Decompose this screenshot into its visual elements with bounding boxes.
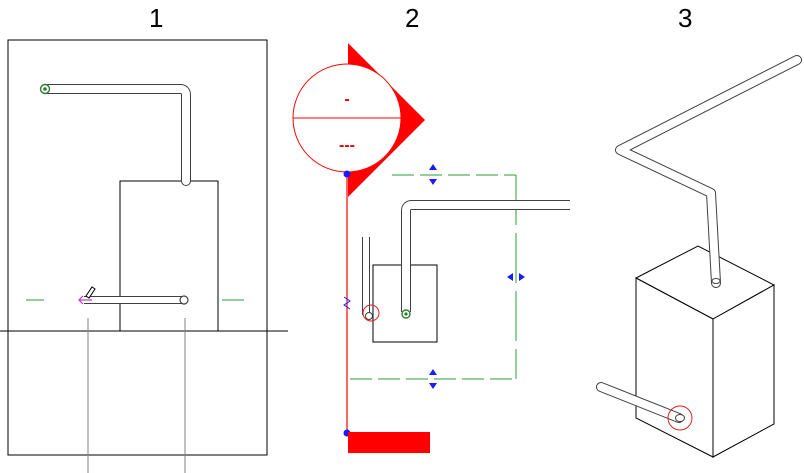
section-grip-top[interactable]	[343, 170, 351, 178]
section-pipe-main[interactable]	[401, 200, 570, 312]
double-arrow-grip-icon[interactable]	[78, 295, 92, 305]
section-tail[interactable]	[348, 432, 430, 453]
panel-2-section-view: 2 - ---	[292, 3, 570, 453]
upper-pipe-plan[interactable]	[41, 84, 191, 186]
room-outline	[7, 39, 268, 456]
extent-grip-bottom[interactable]	[429, 369, 437, 389]
panel-1-plan-view: 1	[0, 3, 288, 473]
section-marker-bottom-label: ---	[339, 137, 355, 154]
connector-icon[interactable]	[39, 83, 51, 95]
lower-pipe-plan[interactable]	[84, 295, 189, 305]
highlight-circle-section	[362, 304, 380, 322]
section-marker-top-label: -	[344, 91, 349, 108]
break-symbol	[343, 296, 351, 310]
pencil-icon[interactable]	[85, 286, 96, 299]
section-pipe-riser[interactable]	[362, 237, 373, 320]
panel-2-number: 2	[405, 3, 419, 33]
equipment-box-plan[interactable]	[119, 180, 219, 332]
panel-3-number: 3	[678, 3, 692, 33]
equipment-box-3d[interactable]	[634, 245, 776, 458]
highlight-circle-3d	[667, 405, 693, 431]
extent-grip-right[interactable]	[507, 273, 525, 281]
panel-1-number: 1	[149, 3, 163, 33]
connector-icon[interactable]	[401, 309, 411, 319]
panel-3-3d-view: 3	[596, 3, 802, 458]
section-marker[interactable]: - ---	[292, 43, 425, 197]
upper-pipe-3d[interactable]	[615, 55, 802, 288]
extent-grip-top[interactable]	[429, 164, 437, 185]
lower-pipe-3d[interactable]	[596, 382, 685, 423]
